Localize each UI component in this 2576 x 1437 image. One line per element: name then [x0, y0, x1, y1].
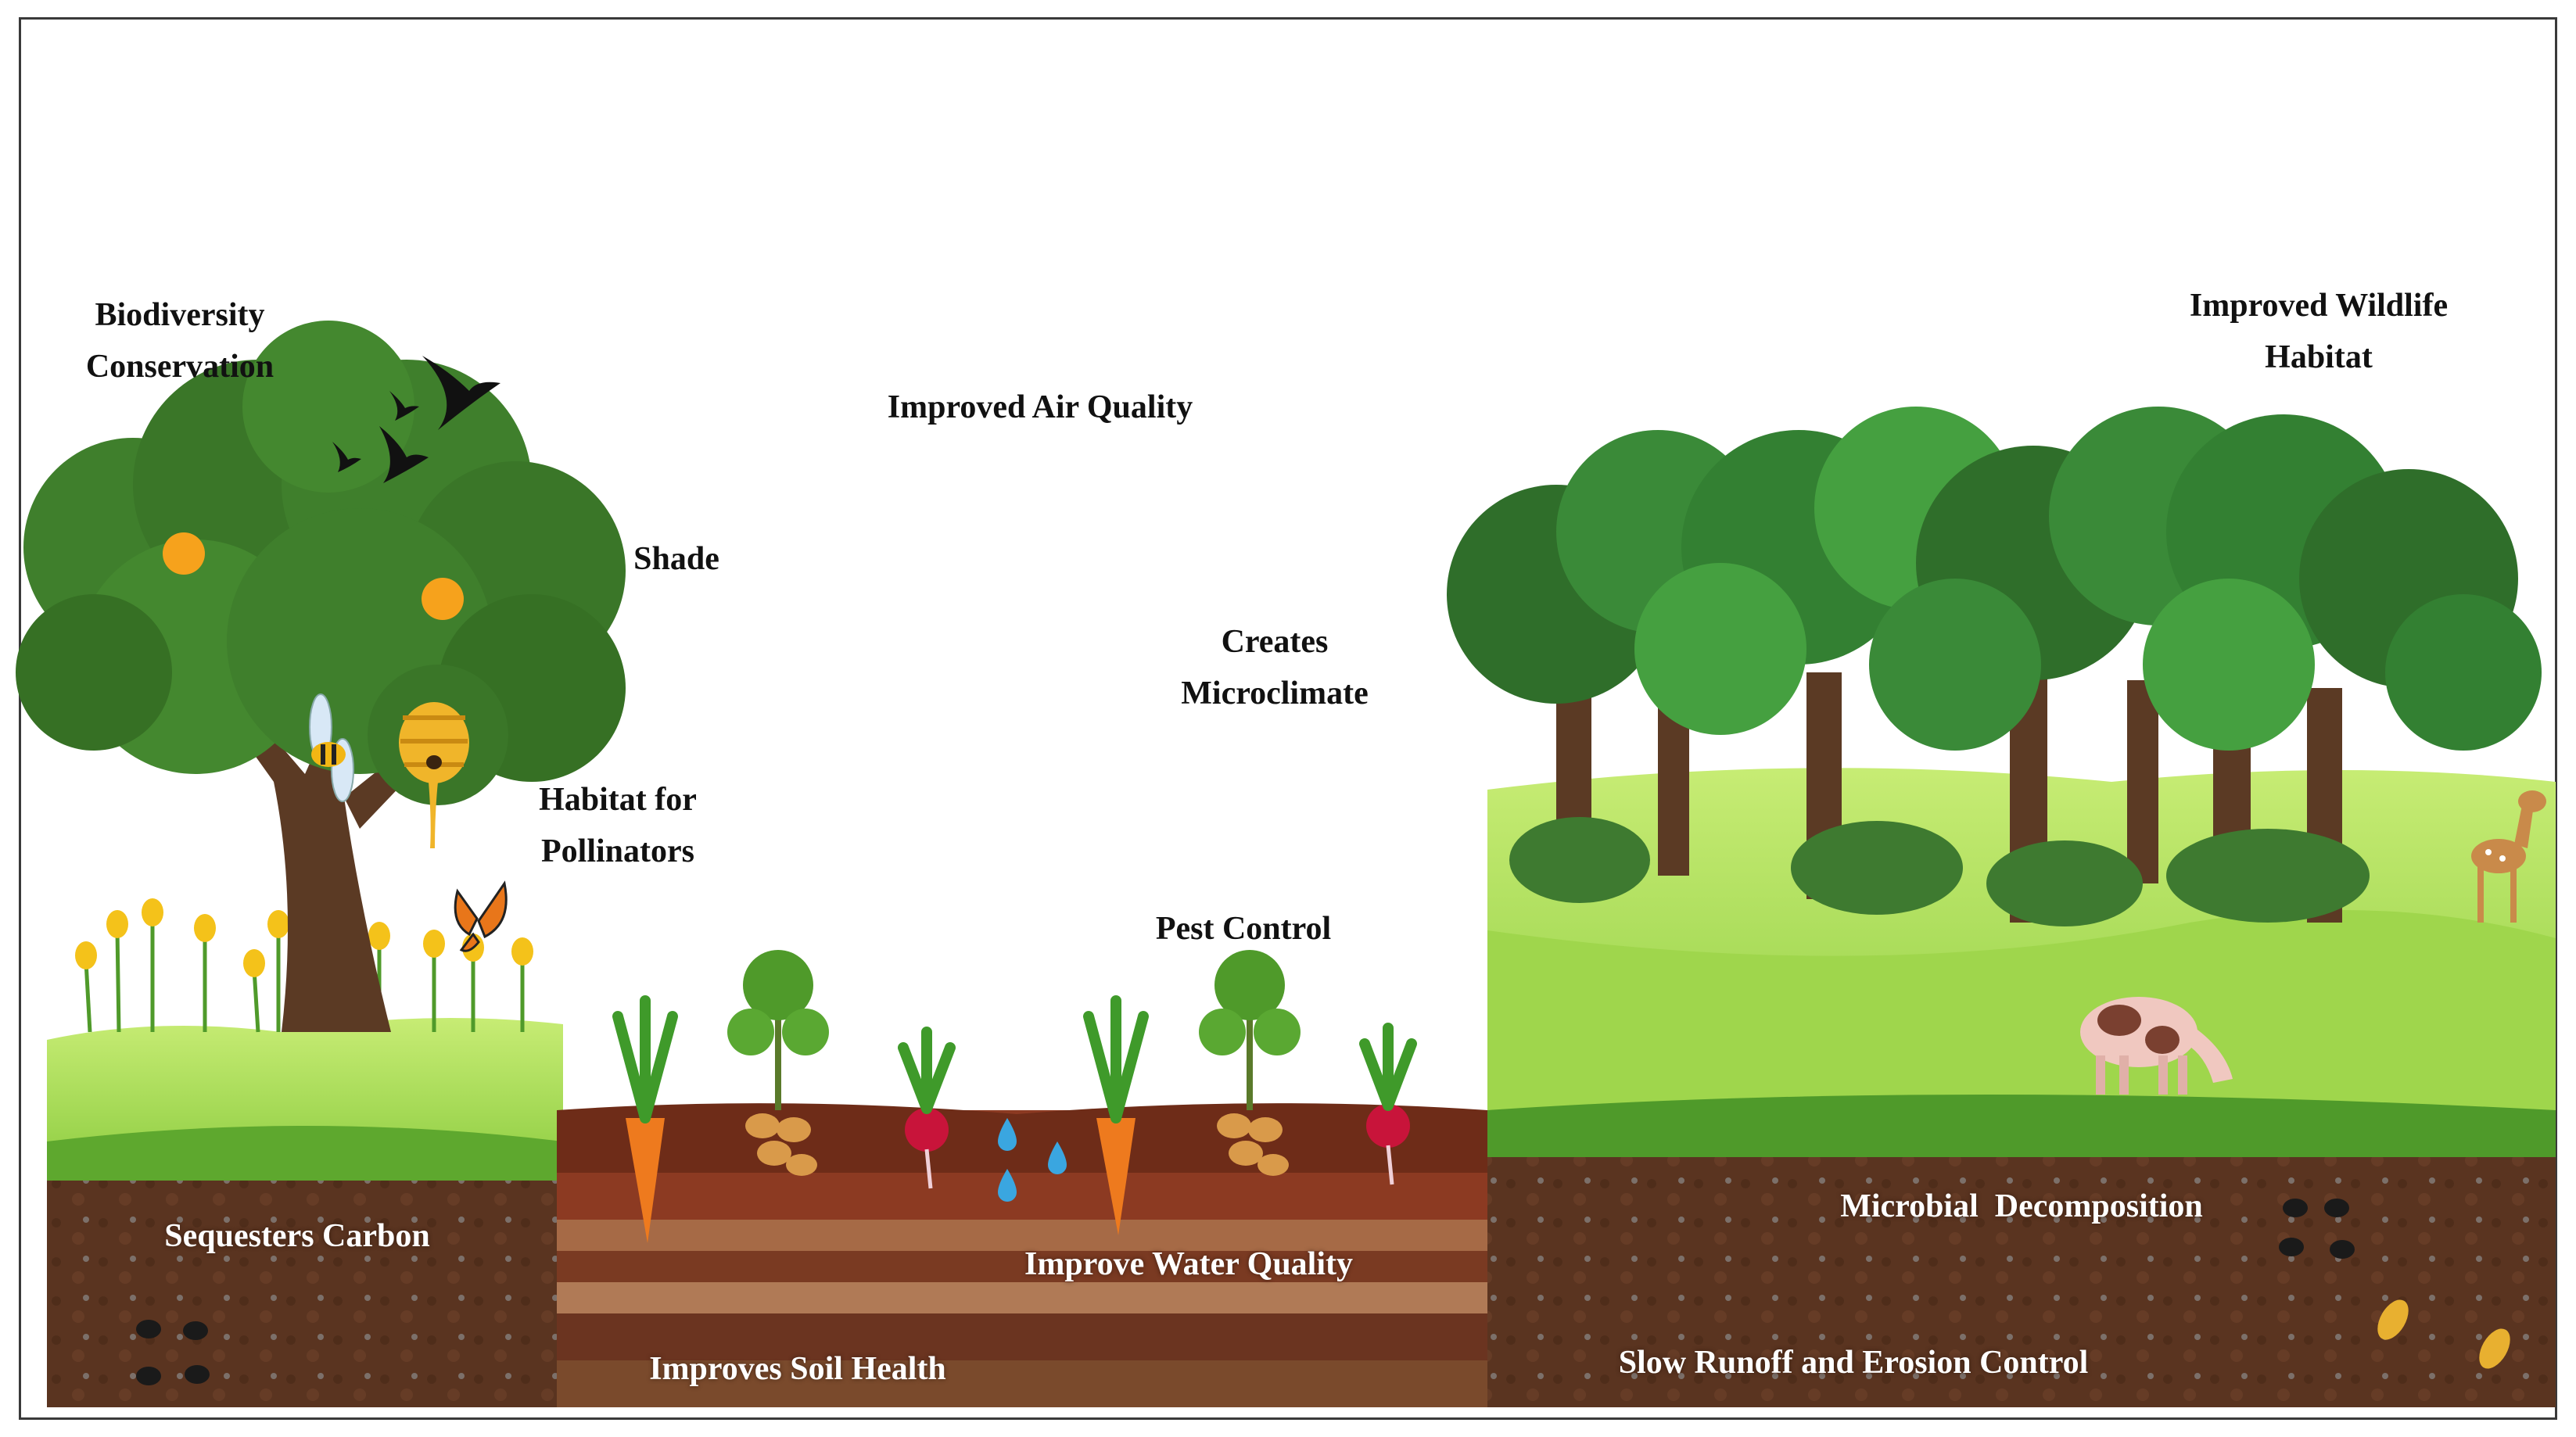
beehive-icon: [399, 702, 469, 848]
carrot-icon: [1083, 995, 1149, 1235]
bee-icon: [309, 693, 354, 802]
label-improved-air-quality: Improved Air Quality: [887, 389, 1193, 425]
label-improve-water-quality: Improve Water Quality: [1024, 1246, 1353, 1282]
tree-trunk: [235, 704, 391, 1032]
deer-icon: [2471, 790, 2546, 923]
bushes: [1509, 817, 2370, 926]
potato-plant-icon: [1199, 950, 1301, 1176]
label-sequesters-carbon: Sequesters Carbon: [164, 1218, 430, 1254]
cow-icon: [2080, 997, 2233, 1095]
label-shade: Shade: [633, 541, 719, 577]
tree-icon: [16, 321, 626, 805]
orange-fruit: [163, 532, 205, 575]
label-pest-control: Pest Control: [1155, 911, 1332, 947]
label-microbial-decomposition: Microbial Decomposition: [1840, 1188, 2203, 1224]
potato-plant-icon: [727, 950, 829, 1176]
bacteria-icon: [2377, 1299, 2510, 1369]
butterfly-icon: [454, 880, 508, 952]
label-slow-runoff-erosion-control: Slow Runoff and Erosion Control: [1618, 1345, 2089, 1381]
label-improves-soil-health: Improves Soil Health: [649, 1351, 946, 1387]
bird-icon: [332, 356, 500, 483]
radish-icon: [1359, 1023, 1417, 1185]
water-drop-icon: [998, 1118, 1067, 1202]
carrot-icon: [612, 995, 678, 1243]
soil-microbe-icon: [136, 1199, 2355, 1385]
forest-icon: [1447, 407, 2542, 751]
orange-fruit: [422, 578, 464, 620]
radish-icon: [898, 1027, 956, 1189]
